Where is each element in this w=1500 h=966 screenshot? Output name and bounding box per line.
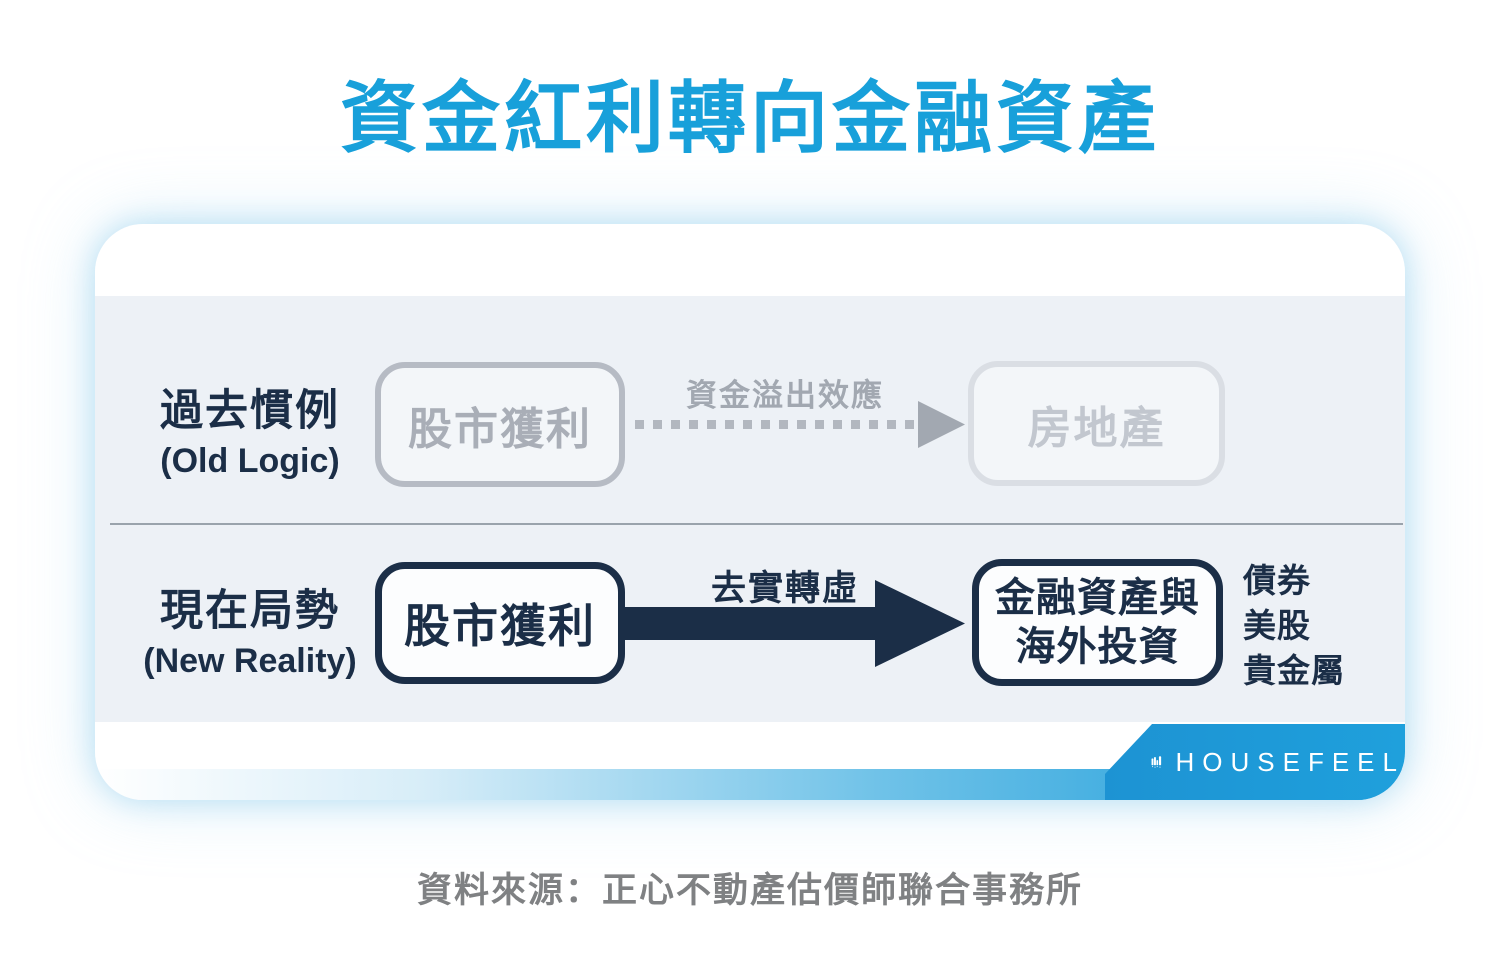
brand-name: HOUSEFEEL [1175, 746, 1405, 777]
row-label-old-logic: 過去慣例 (Old Logic) [100, 376, 400, 481]
row-label-old-logic-zh: 過去慣例 [160, 387, 340, 435]
asset-item-us-stocks: 美股 [1243, 607, 1311, 644]
row-label-new-reality-en: (New Reality) [143, 642, 357, 680]
brand-banner: HOUSEFEEL [1105, 724, 1405, 800]
node-new-stock-profit: 股市獲利 [375, 562, 625, 684]
node-old-stock-profit: 股市獲利 [375, 362, 625, 487]
dotted-arrow-line [635, 420, 920, 429]
asset-item-bonds: 債券 [1243, 562, 1311, 599]
old-arrow-label: 資金溢出效應 [686, 378, 884, 413]
solid-arrow-shaft [623, 607, 880, 640]
node-new-stock-profit-label: 股市獲利 [404, 600, 596, 652]
node-financial-assets-line1: 金融資產與 [995, 575, 1200, 620]
card-top-strip [95, 224, 1405, 296]
info-card: 過去慣例 (Old Logic) 股市獲利 資金溢出效應 房地產 現在局勢 (N… [95, 224, 1405, 800]
row-label-old-logic-en: (Old Logic) [160, 442, 340, 480]
asset-side-list: 債券 美股 貴金屬 [1243, 558, 1345, 693]
node-old-real-estate: 房地產 [968, 361, 1225, 486]
row-label-new-reality-zh: 現在局勢 [160, 587, 340, 635]
source-note: 資料來源：正心不動產估價師聯合事務所 [416, 871, 1083, 910]
node-old-real-estate-label: 房地產 [1027, 403, 1166, 453]
row-label-new-reality: 現在局勢 (New Reality) [100, 576, 400, 681]
node-financial-assets-line2: 海外投資 [1015, 624, 1180, 669]
page-title: 資金紅利轉向金融資產 [339, 74, 1160, 162]
new-arrow-label: 去實轉虛 [710, 569, 859, 608]
row-divider [110, 523, 1403, 525]
housefeel-buildings-icon [1151, 756, 1162, 768]
dotted-arrow-head-icon [918, 401, 965, 448]
node-old-stock-profit-label: 股市獲利 [408, 404, 592, 454]
asset-item-precious-metals: 貴金屬 [1243, 652, 1345, 689]
node-financial-assets: 金融資產與 海外投資 [972, 559, 1223, 686]
